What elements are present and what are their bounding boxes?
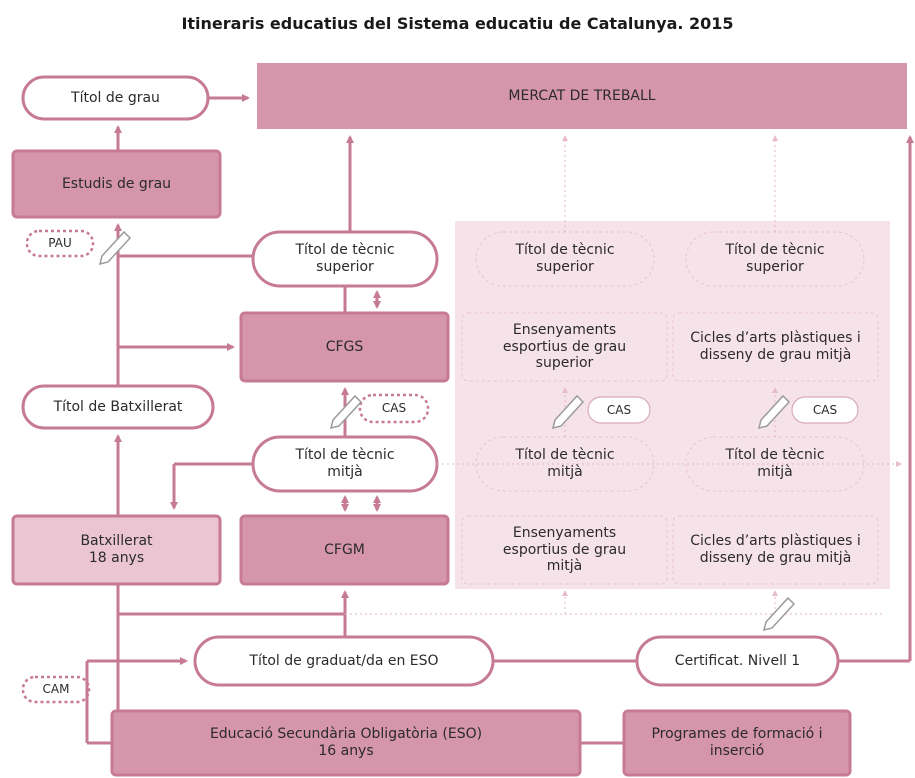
spec-cas-2-box [587, 396, 651, 424]
cas1-label: CAS [381, 401, 407, 416]
cam-label: CAM [42, 682, 70, 697]
spec-titol-sup-1-label: Títol de tècnic superior [515, 242, 615, 275]
titol-grau-label: Títol de grau [71, 89, 160, 106]
programes-label: Programes de formació i inserció [651, 726, 823, 759]
spec-cas-3-label: CAS [812, 402, 838, 417]
cas1-box [358, 393, 430, 424]
spec-ens-sup-label: Ensenyaments esportius de grau superior [502, 321, 627, 372]
spec-cas-3-box [791, 396, 859, 424]
mercat-label: MERCAT DE TREBALL [508, 87, 656, 104]
cam-box [21, 675, 91, 704]
titol-sup-label: Títol de tècnic superior [295, 242, 395, 275]
spec-titol-mit-1-label: Títol de tècnic mitjà [515, 447, 615, 480]
mercat-box [257, 63, 907, 129]
spec-ens-mit-box [461, 515, 668, 585]
pau-box [25, 229, 95, 258]
diagram-title: Itineraris educatius del Sistema educati… [181, 14, 734, 33]
titol-eso-label: Títol de graduat/da en ESO [249, 652, 439, 669]
certificat-label: Certificat. Nivell 1 [674, 652, 801, 669]
cfgm-box [239, 514, 450, 586]
spec-titol-sup-2-label: Títol de tècnic superior [725, 242, 825, 275]
cfgs-label: CFGS [325, 338, 364, 355]
pau-label: PAU [48, 236, 72, 251]
spec-ens-sup-box [461, 312, 668, 382]
eso-label: Educació Secundària Obligatòria (ESO) 16… [209, 726, 483, 759]
cfgm-label: CFGM [324, 541, 365, 558]
spec-arts-mit-box [672, 515, 879, 585]
titol-batx-label: Títol de Batxillerat [53, 398, 183, 415]
spec-ens-mit-label: Ensenyaments esportius de grau mitjà [502, 524, 627, 575]
spec-cas-2-label: CAS [606, 402, 632, 417]
spec-arts-sup-label: Cicles d’arts plàstiques i disseny de gr… [690, 330, 861, 363]
spec-titol-mit-2-label: Títol de tècnic mitjà [725, 447, 825, 480]
pencil-icon [98, 230, 796, 632]
batxillerat-label: Batxillerat 18 anys [80, 533, 153, 566]
titol-mit-label: Títol de tècnic mitjà [295, 447, 395, 480]
spec-arts-mit-label: Cicles d’arts plàstiques i disseny de gr… [690, 533, 861, 566]
estudis-grau-label: Estudis de grau [61, 175, 172, 192]
spec-arts-sup-box [672, 312, 879, 382]
